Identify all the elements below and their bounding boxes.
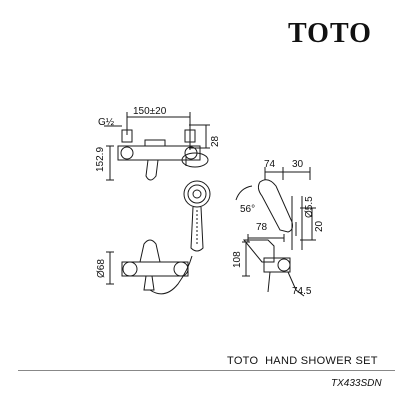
footer-divider xyxy=(18,370,395,371)
hand-shower-front xyxy=(183,180,211,252)
dim-height-152: 152.9 xyxy=(95,147,106,172)
dim-angle-56: 56° xyxy=(240,204,255,215)
dim-pipe-thread: G½ xyxy=(98,117,115,128)
dim-dia-74: 74.5 xyxy=(292,286,312,297)
dim-depth-28: 28 xyxy=(210,135,221,147)
faucet-side-depth xyxy=(189,124,210,150)
holder-side-view xyxy=(235,167,316,297)
product-title: TOTO HAND SHOWER SET xyxy=(227,355,378,367)
dim-dia-68: Ø68 xyxy=(96,259,107,278)
dim-holder-74: 74 xyxy=(264,159,276,170)
faucet-assembly xyxy=(106,239,193,295)
dim-inlet-spacing: 150±20 xyxy=(133,106,167,117)
model-number: TX433SDN xyxy=(331,378,382,389)
dim-holder-30: 30 xyxy=(292,159,304,170)
faucet-front-view xyxy=(104,112,201,181)
dim-height-108: 108 xyxy=(232,251,243,268)
shower-head-side xyxy=(181,152,209,168)
toto-logo: TOTO xyxy=(288,18,372,49)
dim-dia-5-5: Ø5.5 xyxy=(304,196,315,218)
dim-holder-20: 20 xyxy=(314,220,325,232)
dim-holder-78: 78 xyxy=(256,222,268,233)
